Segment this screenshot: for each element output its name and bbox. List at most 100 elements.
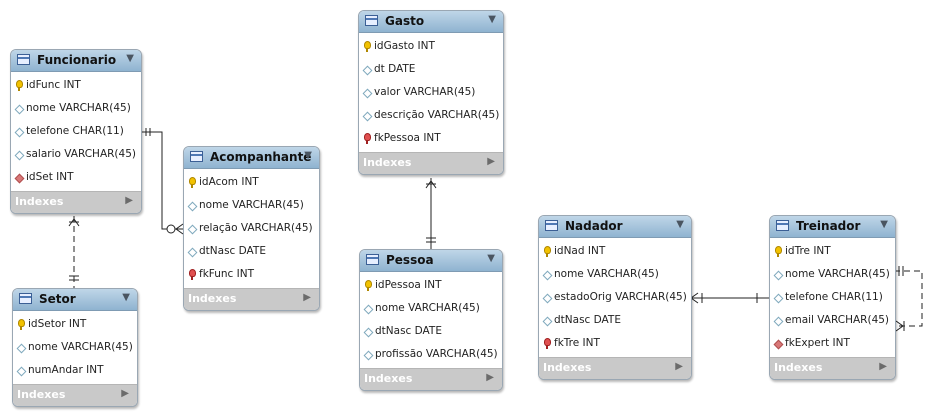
column-row[interactable]: dt DATE [359,58,503,81]
expand-arrow-icon[interactable]: ▶ [879,361,887,372]
column-label: nome VARCHAR(45) [785,268,890,280]
collapse-arrow-icon[interactable]: ▼ [676,219,684,230]
relation-end-nadador-crowfoot [690,292,703,304]
column-label: nome VARCHAR(45) [26,102,131,114]
expand-arrow-icon[interactable]: ▶ [121,388,129,399]
expand-arrow-icon[interactable]: ▶ [487,156,495,167]
expand-arrow-icon[interactable]: ▶ [125,195,133,206]
column-label: email VARCHAR(45) [785,314,890,326]
column-icon [363,350,374,361]
column-row[interactable]: idSetor INT [13,313,137,336]
relation-end-acompanhante-optional [166,224,176,234]
collapse-arrow-icon[interactable]: ▼ [487,253,495,264]
column-row[interactable]: dtNasc DATE [539,309,691,332]
column-row[interactable]: idNad INT [539,240,691,263]
table-setor[interactable]: Setor ▼ idSetor INT nome VARCHAR(45) num… [12,288,138,407]
indexes-section[interactable]: Indexes ▶ [11,191,141,213]
column-row[interactable]: idGasto INT [359,35,503,58]
column-row[interactable]: descrição VARCHAR(45) [359,104,503,127]
foreign-key-icon [364,133,371,144]
column-label: nome VARCHAR(45) [554,268,659,280]
table-header[interactable]: Funcionario ▼ [11,50,141,72]
column-row[interactable]: idTre INT [770,240,895,263]
column-row[interactable]: idSet INT [11,166,141,189]
column-row[interactable]: nome VARCHAR(45) [539,263,691,286]
table-nadador[interactable]: Nadador ▼ idNad INT nome VARCHAR(45) est… [538,215,692,380]
table-gasto[interactable]: Gasto ▼ idGasto INT dt DATE valor VARCHA… [358,10,504,175]
indexes-label: Indexes [364,372,413,385]
column-row[interactable]: relação VARCHAR(45) [184,217,319,240]
relation-end-acompanhante-many [175,223,184,235]
indexes-section[interactable]: Indexes ▶ [360,368,502,390]
table-header[interactable]: Setor ▼ [13,289,137,311]
table-header[interactable]: Gasto ▼ [359,11,503,33]
indexes-section[interactable]: Indexes ▶ [13,384,137,406]
column-row[interactable]: estadoOrig VARCHAR(45) [539,286,691,309]
column-row[interactable]: email VARCHAR(45) [770,309,895,332]
column-row[interactable]: nome VARCHAR(45) [184,194,319,217]
key-icon [364,41,371,52]
collapse-arrow-icon[interactable]: ▼ [488,14,496,25]
column-label: estadoOrig VARCHAR(45) [554,291,687,303]
column-label: idFunc INT [26,79,81,91]
column-row[interactable]: fkExpert INT [770,332,895,355]
column-row[interactable]: dtNasc DATE [360,320,502,343]
table-name: Treinador [796,219,861,233]
column-row[interactable]: dtNasc DATE [184,240,319,263]
table-name: Nadador [565,219,623,233]
collapse-arrow-icon[interactable]: ▼ [122,292,130,303]
expand-arrow-icon[interactable]: ▶ [303,292,311,303]
collapse-arrow-icon[interactable]: ▼ [304,150,312,161]
column-row[interactable]: telefone CHAR(11) [11,120,141,143]
column-row[interactable]: idFunc INT [11,74,141,97]
table-acompanhante[interactable]: Acompanhante ▼ idAcom INT nome VARCHAR(4… [183,146,320,311]
table-header[interactable]: Treinador ▼ [770,216,895,238]
table-treinador[interactable]: Treinador ▼ idTre INT nome VARCHAR(45) t… [769,215,896,380]
column-row[interactable]: numAndar INT [13,359,137,382]
column-label: relação VARCHAR(45) [199,222,313,234]
column-icon [14,127,25,138]
collapse-arrow-icon[interactable]: ▼ [880,219,888,230]
expand-arrow-icon[interactable]: ▶ [486,372,494,383]
table-funcionario[interactable]: Funcionario ▼ idFunc INT nome VARCHAR(45… [10,49,142,214]
table-header[interactable]: Nadador ▼ [539,216,691,238]
column-row[interactable]: nome VARCHAR(45) [13,336,137,359]
table-header[interactable]: Pessoa ▼ [360,250,502,272]
column-row[interactable]: nome VARCHAR(45) [360,297,502,320]
indexes-section[interactable]: Indexes ▶ [539,357,691,379]
column-row[interactable]: salario VARCHAR(45) [11,143,141,166]
indexes-label: Indexes [363,156,412,169]
column-row[interactable]: idAcom INT [184,171,319,194]
indexes-label: Indexes [17,388,66,401]
relation-end-gasto-crowfoot [425,180,437,189]
column-label: numAndar INT [28,364,104,376]
column-row[interactable]: nome VARCHAR(45) [770,263,895,286]
expand-arrow-icon[interactable]: ▶ [675,361,683,372]
column-row[interactable]: fkFunc INT [184,263,319,286]
column-label: telefone CHAR(11) [26,125,124,137]
column-icon [362,65,373,76]
relation-end-treinador-self-many [895,320,905,332]
table-pessoa[interactable]: Pessoa ▼ idPessoa INT nome VARCHAR(45) d… [359,249,503,391]
column-row[interactable]: valor VARCHAR(45) [359,81,503,104]
foreign-key-icon [189,269,196,280]
indexes-section[interactable]: Indexes ▶ [184,288,319,310]
column-row[interactable]: nome VARCHAR(45) [11,97,141,120]
column-label: dtNasc DATE [554,314,621,326]
column-label: nome VARCHAR(45) [199,199,304,211]
column-label: fkTre INT [554,337,600,349]
column-row[interactable]: profissão VARCHAR(45) [360,343,502,366]
column-row[interactable]: fkTre INT [539,332,691,355]
column-row[interactable]: fkPessoa INT [359,127,503,150]
collapse-arrow-icon[interactable]: ▼ [126,53,134,64]
table-header[interactable]: Acompanhante ▼ [184,147,319,169]
column-label: profissão VARCHAR(45) [375,348,498,360]
relation-end-funcionario-setor-crowfoot [68,218,80,227]
foreign-column-icon [14,173,25,184]
relation-funcionario-acompanhante [141,131,183,230]
column-row[interactable]: idPessoa INT [360,274,502,297]
column-row[interactable]: telefone CHAR(11) [770,286,895,309]
indexes-section[interactable]: Indexes ▶ [359,152,503,174]
indexes-section[interactable]: Indexes ▶ [770,357,895,379]
